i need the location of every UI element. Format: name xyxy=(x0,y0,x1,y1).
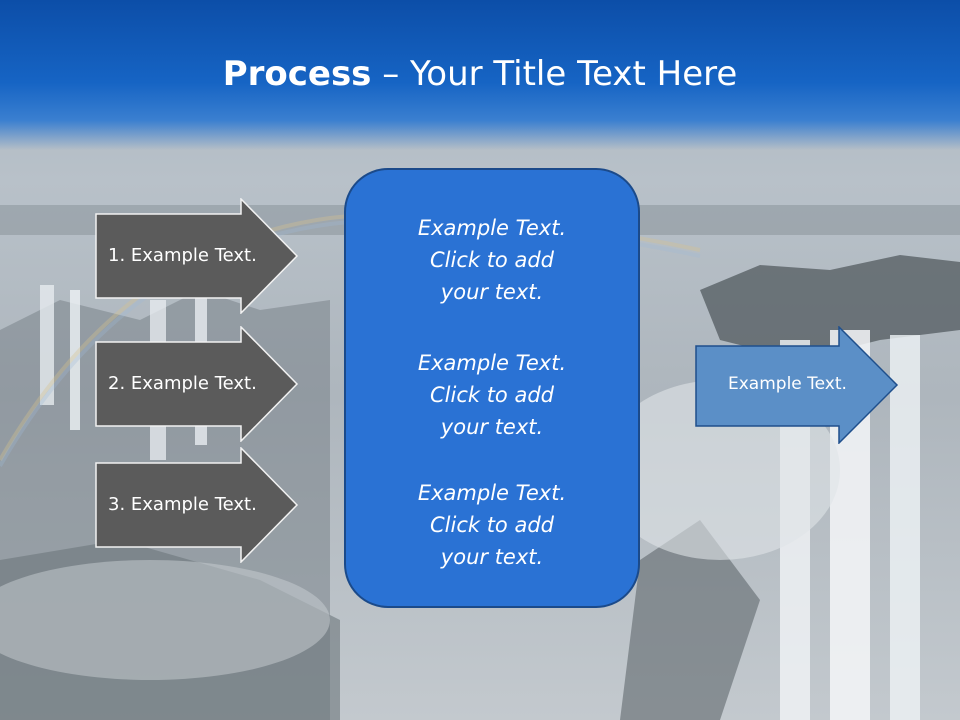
title-bar xyxy=(0,0,960,150)
output-arrow[interactable] xyxy=(695,326,899,444)
input-label-1: 1. Example Text. xyxy=(108,245,257,266)
input-label-2: 2. Example Text. xyxy=(108,373,257,394)
title-bold: Process xyxy=(222,54,372,94)
input-arrow-3[interactable] xyxy=(95,447,299,563)
process-text-2-line3: your text. xyxy=(440,415,544,439)
process-text-3-line2: Click to add xyxy=(429,513,554,537)
title-rest: – Your Title Text Here xyxy=(371,54,738,94)
input-label-3: 3. Example Text. xyxy=(108,494,257,515)
process-text-3[interactable]: Example Text. Click to add your text. xyxy=(344,477,640,573)
process-box[interactable] xyxy=(344,168,640,608)
input-arrow-2[interactable] xyxy=(95,326,299,442)
process-text-3-line1: Example Text. xyxy=(417,481,567,505)
output-label: Example Text. xyxy=(728,374,847,394)
process-text-2-line2: Click to add xyxy=(429,383,554,407)
process-text-2[interactable]: Example Text. Click to add your text. xyxy=(344,347,640,443)
process-text-1[interactable]: Example Text. Click to add your text. xyxy=(344,212,640,308)
input-arrow-1[interactable] xyxy=(95,198,299,314)
page-title: Process – Your Title Text Here xyxy=(0,52,960,96)
process-text-1-line1: Example Text. xyxy=(417,216,567,240)
process-text-1-line3: your text. xyxy=(440,280,544,304)
process-text-3-line3: your text. xyxy=(440,545,544,569)
process-text-2-line1: Example Text. xyxy=(417,351,567,375)
process-text-1-line2: Click to add xyxy=(429,248,554,272)
